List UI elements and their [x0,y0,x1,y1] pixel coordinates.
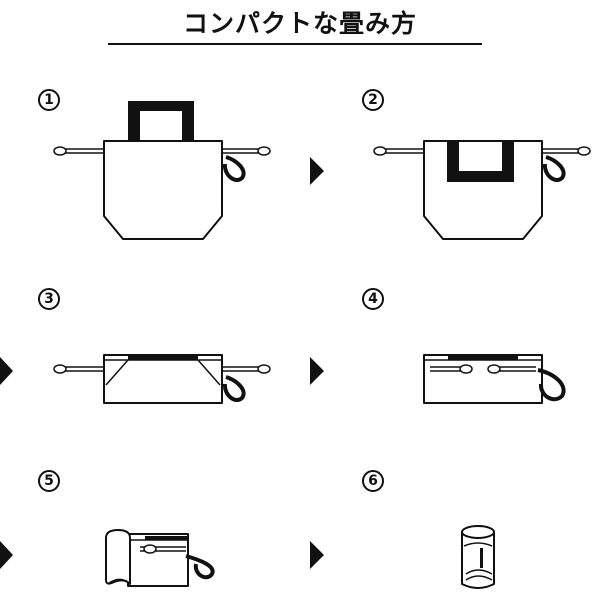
bag-handle-folded [447,141,514,182]
step5-bag-illustration [105,529,215,587]
step-number-3: 3 [38,288,60,310]
step3-bag-illustration [53,354,271,404]
bag-body-folded [103,354,223,404]
step-number-2: 2 [362,89,384,111]
cord-stopper-right [257,364,271,374]
cord-stopper-left [53,364,67,374]
step1-bag-illustration [53,101,271,240]
arrow-into-step3-icon [0,357,13,385]
rolled-part [105,529,131,585]
cord-stopper-left [459,364,473,374]
step6-bag-illustration [461,525,495,589]
cord-stopper-left [53,146,67,156]
arrow-step3-to-step4-icon [310,357,324,385]
bag-body [103,140,223,240]
title-underline [108,43,482,45]
page-title: コンパクトな畳み方 [182,9,417,38]
cord-stopper-left [373,146,387,156]
bag-body-folded [423,354,543,404]
step4-bag-illustration [423,354,566,404]
step-number-1: 1 [38,89,60,111]
arrow-step5-to-step6-icon [310,541,324,569]
step2-bag-illustration [373,140,591,240]
step-number-4: 4 [362,288,384,310]
cord-loop [222,155,246,183]
cord-loop [185,554,215,580]
step-number-5: 5 [38,470,60,492]
step-number-6: 6 [362,470,384,492]
arrow-into-step5-icon [0,541,13,569]
cord-loop [542,155,566,183]
cord-loop [537,368,566,402]
arrow-step1-to-step2-icon [310,157,324,185]
cord-stopper-right [577,146,591,156]
bag-body-partial [127,533,189,587]
bag-handle [128,101,194,142]
cord-loop [222,375,246,403]
bag-body [423,140,543,240]
cord-stopper-right [487,364,501,374]
cord-stopper-right [257,146,271,156]
